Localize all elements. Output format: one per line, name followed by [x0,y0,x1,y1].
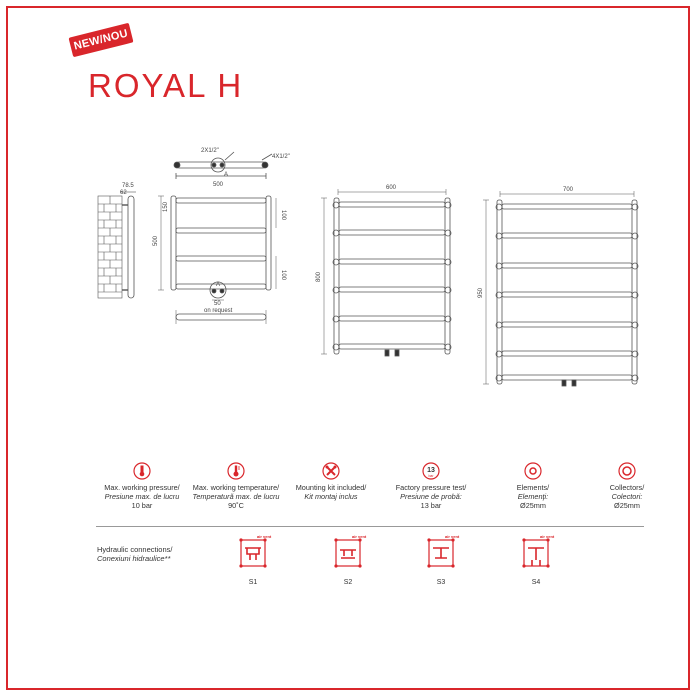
connection-s1-label: S1 [248,579,258,586]
connection-s4-icon: air vent [522,534,555,568]
mid-width-dim: 600 [386,185,397,191]
front-small-dim: 150 [163,201,169,212]
separator-line [96,526,644,527]
spec-mounting-line1: Mounting kit included/ [295,483,367,492]
side-view-drawing [97,191,136,299]
spec-mounting-line2: Kit montaj inclus [304,492,358,501]
top-view-drawing [173,151,273,179]
side-depth2-dim: 62 [120,190,127,196]
top-letter-a: A [224,172,228,178]
spec-collectors-line3: Ø25mm [614,501,640,510]
spec-collectors-line1: Collectors/ [609,483,645,492]
connection-s4-label: S4 [531,579,541,586]
front-view-drawing [158,195,277,324]
spec-collectors: Collectors/ Colectori: Ø25mm [579,462,675,510]
spec-collectors-line2: Colectori: [611,492,643,501]
mounting-kit-icon [322,462,340,480]
spec-pressure-test-line1: Factory pressure test/ [395,483,467,492]
connection-option-s2: air vent S2 [328,532,368,586]
front-spacing-top-dim: 100 [280,210,286,221]
hydraulic-connections-label: Hydraulic connections/ Conexiuni hidraul… [97,545,172,563]
element-ring-icon [524,462,542,480]
spec-temperature: Max. working temperature/ Temperatură ma… [188,462,284,510]
hydraulic-line2: Conexiuni hidraulice** [97,554,171,563]
collector-ring-icon [618,462,636,480]
page-border [6,6,690,690]
spec-elements-line3: Ø25mm [520,501,546,510]
connection-option-s1: air vent S1 [233,532,273,586]
spec-pressure: Max. working pressure/ Presiune max. de … [94,462,190,510]
connection-s1-icon: air vent [239,534,272,568]
mid-height-dim: 800 [316,271,322,282]
pressure-icon [133,462,151,480]
top-label-right: 4X1/2" [272,154,290,160]
connection-s3-icon: air vent [427,534,460,568]
spec-pressure-line1: Max. working pressure/ [104,483,180,492]
mid-view-drawing [321,189,452,357]
air-vent-label-s2: air vent [352,534,367,539]
side-depth-dim: 78.5 [122,183,134,189]
connection-s2-icon: air vent [334,534,367,568]
spec-elements-line2: Elemenţi: [517,492,549,501]
front-spacing-bottom-dim: 100 [280,270,286,281]
spec-pressure-test: 13 bar Factory pressure test/ Presiune d… [383,462,479,510]
pressure-test-icon-number: 13 [427,467,435,474]
spec-pressure-line3: 10 bar [131,501,153,510]
spec-elements-line1: Elements/ [516,483,550,492]
spec-temperature-line1: Max. working temperature/ [192,483,280,492]
right-height-dim: 950 [478,287,484,298]
connection-s2-label: S2 [343,579,353,586]
front-bottom-dim: 50 [214,301,221,307]
spec-elements: Elements/ Elemenţi: Ø25mm [485,462,581,510]
spec-temperature-line3: 90˚C [228,501,244,510]
front-note: on request [204,308,233,314]
connection-s3-label: S3 [436,579,446,586]
connection-option-s4: air vent S4 [516,532,556,586]
air-vent-label-s1: air vent [257,534,272,539]
top-width-dim: 500 [213,182,224,188]
spec-temperature-line2: Temperatură max. de lucru [192,492,280,501]
front-letter-a: A [216,282,220,288]
hydraulic-line1: Hydraulic connections/ [97,545,173,554]
spec-pressure-test-line2: Presiune de probă: [400,492,462,501]
product-title: ROYAL H [88,67,244,104]
air-vent-label-s4: air vent [540,534,555,539]
front-height-dim: 500 [153,235,159,246]
spec-pressure-line2: Presiune max. de lucru [104,492,180,501]
spec-pressure-test-line3: 13 bar [420,501,442,510]
pressure-test-icon-unit: bar [428,474,434,478]
right-width-dim: 700 [563,187,574,193]
thermometer-icon [227,462,245,480]
right-view-drawing [483,191,639,387]
connection-option-s3: air vent S3 [421,532,461,586]
top-label-left: 2X1/2" [201,148,219,154]
spec-mounting: Mounting kit included/ Kit montaj inclus [283,462,379,501]
air-vent-label-s3: air vent [445,534,460,539]
pressure-test-icon: 13 bar [422,462,440,480]
